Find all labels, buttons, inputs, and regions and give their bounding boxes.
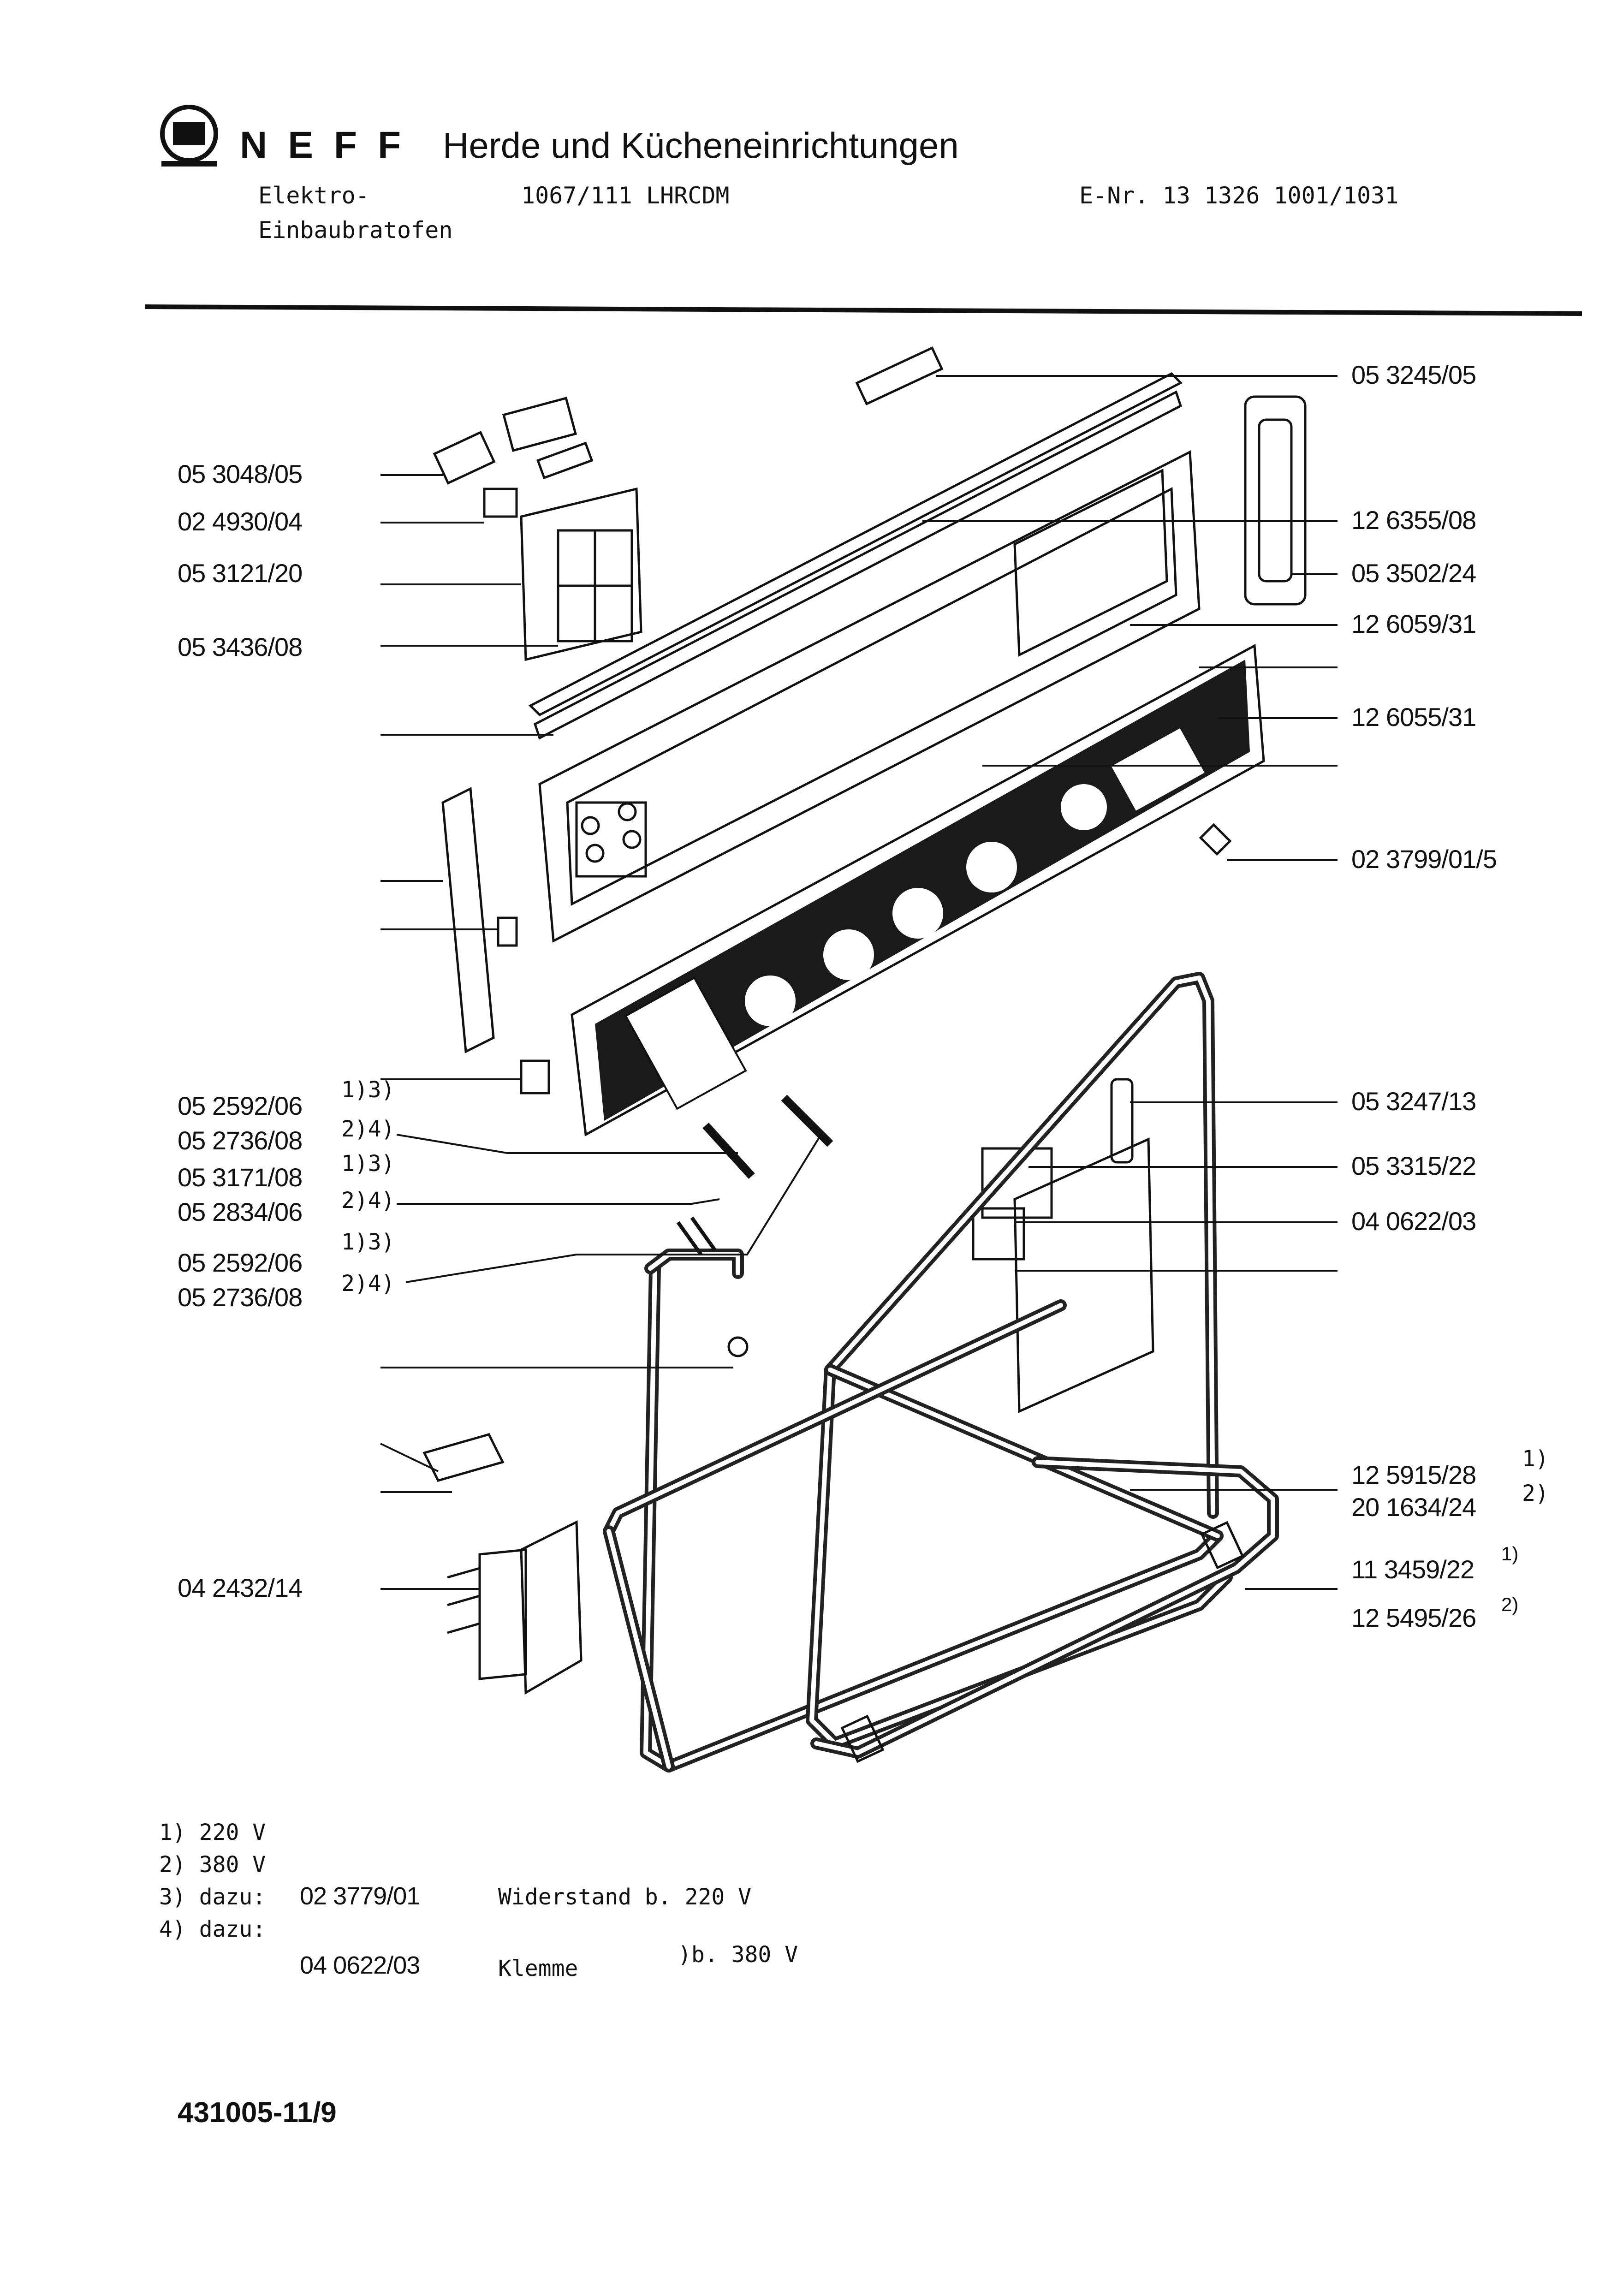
- footnote-4-suffix: )b. 380 V: [678, 1942, 798, 1968]
- part-number-r10: 12 5915/28: [1351, 1460, 1476, 1489]
- rear-element-part: [810, 1456, 1279, 1763]
- part-number-l5: 05 2592/06: [178, 1091, 303, 1120]
- footnote-1: 1) 220 V: [159, 1820, 266, 1845]
- timer-box-part: [520, 487, 642, 661]
- part-number-r4: 12 6059/31: [1351, 609, 1476, 638]
- footnote-3-prefix: 3) dazu:: [159, 1884, 266, 1910]
- product-type-line1: Elektro-: [258, 182, 369, 209]
- part-number-r11: 20 1634/24: [1351, 1493, 1476, 1522]
- part-number-l10: 05 2736/08: [178, 1283, 303, 1312]
- panel-frame-part: [538, 450, 1201, 943]
- part-note-l5: 1)3): [341, 1077, 395, 1103]
- part-note-r12: 1): [1501, 1543, 1519, 1564]
- part-number-r7: 05 3247/13: [1351, 1087, 1476, 1116]
- front-fascia-part: [571, 643, 1265, 1136]
- part-number-r6: 02 3799/01/5: [1351, 845, 1497, 874]
- header-rule: [145, 304, 1582, 316]
- part-number-l3: 05 3121/20: [178, 559, 303, 588]
- part-number-r1: 05 3245/05: [1351, 360, 1476, 389]
- part-number-l9: 05 2592/06: [178, 1248, 303, 1277]
- part-number-r8: 05 3315/22: [1351, 1151, 1476, 1180]
- document-number: 431005-11/9: [178, 2097, 337, 2129]
- part-number-l1: 05 3048/05: [178, 459, 303, 488]
- hinge-part: [855, 346, 944, 406]
- part-note-l10: 2)4): [341, 1271, 395, 1297]
- part-number-l4: 05 3436/08: [178, 632, 303, 661]
- part-number-r2: 12 6355/08: [1351, 506, 1476, 535]
- footnote-4-prefix: 4) dazu:: [159, 1916, 266, 1942]
- part-number-r5: 12 6055/31: [1351, 702, 1476, 732]
- brand-name: NEFF: [240, 124, 422, 166]
- part-note-r11: 2): [1522, 1481, 1549, 1506]
- bracket-part: [520, 1059, 550, 1094]
- sensor-rod-parts: [676, 1094, 833, 1256]
- part-note-r10: 1): [1522, 1446, 1549, 1472]
- part-note-l7: 1)3): [341, 1151, 395, 1177]
- thermostat-part: [1110, 1078, 1134, 1164]
- e-nr: E-Nr. 13 1326 1001/1031: [1079, 182, 1399, 209]
- switch-parts: [433, 397, 594, 518]
- part-note-r13: 2): [1501, 1594, 1519, 1615]
- relay-board-part: [972, 1137, 1154, 1413]
- clip-part: [1199, 823, 1232, 856]
- left-leader-lines: [380, 474, 822, 1590]
- brand-logo: [155, 104, 224, 168]
- part-number-r13: 12 5495/26: [1351, 1603, 1476, 1632]
- part-number-l11: 04 2432/14: [178, 1573, 303, 1602]
- product-type-line2: Einbaubratofen: [258, 217, 453, 244]
- terminal-block-part: [422, 1433, 583, 1695]
- page-title: Herde und Kücheneinrichtungen: [443, 125, 959, 166]
- right-end-cap-part: [1244, 395, 1307, 606]
- part-note-l6: 2)4): [341, 1116, 395, 1142]
- part-number-l7: 05 3171/08: [178, 1163, 303, 1192]
- part-number-r12: 11 3459/22: [1351, 1555, 1474, 1584]
- footnote-3-desc: Widerstand b. 220 V: [498, 1884, 752, 1910]
- part-number-r9: 04 0622/03: [1351, 1207, 1476, 1236]
- footnote-2: 2) 380 V: [159, 1852, 266, 1878]
- part-number-l2: 02 4930/04: [178, 507, 303, 536]
- top-rail-part: [528, 372, 1183, 740]
- footnote-4-part: 04 0622/03: [300, 1951, 420, 1979]
- part-number-l8: 05 2834/06: [178, 1197, 303, 1226]
- footnote-4-desc: Klemme: [498, 1956, 578, 1981]
- part-note-l9: 1)3): [341, 1229, 395, 1255]
- footnote-3-part: 02 3779/01: [300, 1882, 420, 1910]
- part-note-l8: 2)4): [341, 1188, 395, 1213]
- model-number: 1067/111 LHRCDM: [521, 182, 730, 209]
- part-number-r3: 05 3502/24: [1351, 559, 1476, 588]
- right-leader-lines: [922, 375, 1338, 1590]
- part-number-l6: 05 2736/08: [178, 1126, 303, 1155]
- left-end-cap-part: [441, 787, 518, 1053]
- screw-part: [727, 1336, 749, 1357]
